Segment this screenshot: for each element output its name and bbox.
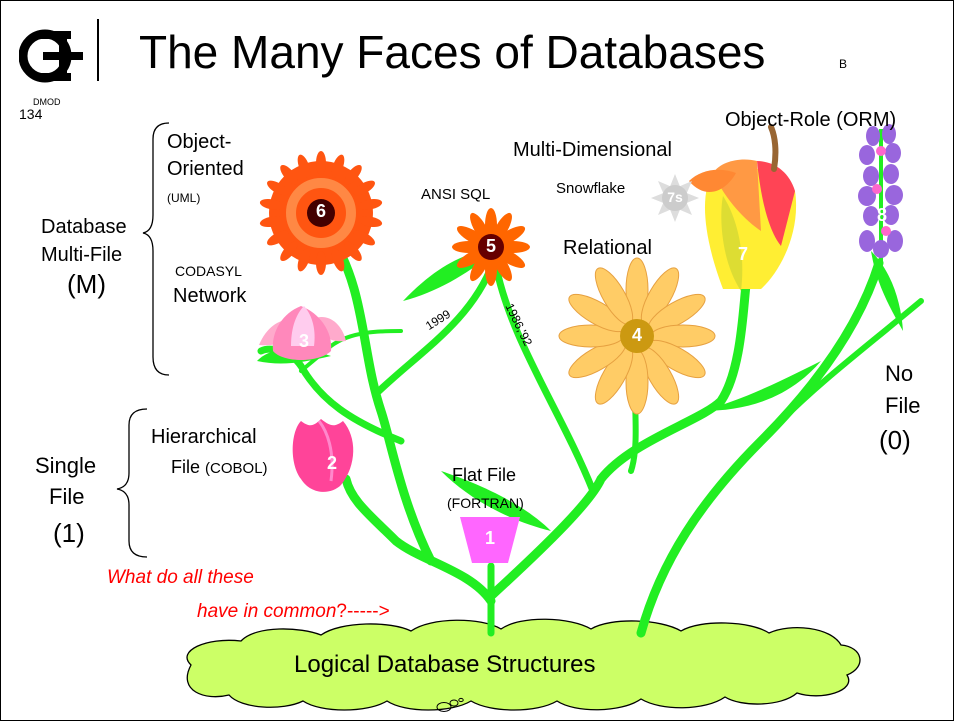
object-oriented-label-line2: Oriented: [167, 158, 244, 180]
slide-title: The Many Faces of Databases: [139, 26, 766, 78]
multi-file-bracket: [142, 122, 170, 376]
flower-7-number: 7: [737, 244, 748, 264]
snowflake-icon: [651, 174, 699, 222]
flower-6-number: 6: [315, 201, 326, 221]
stems: [257, 231, 924, 638]
group-no-file-line1: No: [885, 361, 914, 386]
flower-relational: [558, 257, 716, 415]
object-oriented-sublabel: (UML): [167, 191, 201, 205]
network-label: Network: [173, 285, 247, 307]
group-multi-file-line1: Database: [41, 216, 127, 238]
question-line2-main: have in common: [197, 601, 337, 622]
group-no-file-line2: File: [885, 393, 921, 418]
slide-tag: B: [839, 57, 848, 71]
flower-3-number: 3: [298, 331, 309, 351]
flower-object-role: [858, 124, 903, 263]
flat-file-label: Flat File: [452, 465, 517, 485]
group-single-file-line2: File: [49, 484, 85, 509]
multi-dimensional-label: Multi-Dimensional: [513, 139, 672, 161]
single-file-bracket: [116, 408, 148, 558]
cloud-base: [186, 618, 861, 712]
question-line1: What do all these: [107, 567, 254, 588]
flower-object-oriented: [259, 151, 383, 275]
hierarchical-sublabel-prefix: File: [171, 457, 201, 477]
group-single-file-line1: Single: [35, 453, 97, 478]
hierarchical-label: Hierarchical: [151, 426, 257, 448]
flower-multi-dimensional: [689, 124, 797, 291]
network-sublabel: CODASYL: [175, 263, 242, 279]
flower-2-number: 2: [326, 453, 337, 473]
flower-7s-number: 7s: [667, 189, 683, 205]
page-number: 134: [19, 106, 43, 122]
title-divider: [97, 19, 99, 81]
ansi-sql-label: ANSI SQL: [421, 186, 491, 203]
group-single-file-symbol: (1): [53, 518, 85, 548]
object-oriented-label-line1: Object-: [167, 131, 232, 153]
flower-network: [259, 306, 346, 360]
flower-8-number: 8: [876, 205, 887, 225]
object-role-label: Object-Role (ORM): [725, 109, 897, 131]
hierarchical-sublabel: File (COBOL): [171, 457, 268, 478]
flower-5-number: 5: [485, 236, 496, 256]
base-label: Logical Database Structures: [294, 651, 596, 678]
flower-flat-file: [460, 517, 520, 563]
group-multi-file-line2: Multi-File: [41, 244, 123, 266]
relational-label: Relational: [563, 237, 652, 259]
hierarchical-sublabel-text: (COBOL): [205, 460, 268, 477]
course-code: DMOD: [33, 97, 61, 107]
question-line2: have in common?----->: [197, 601, 390, 623]
group-no-file-symbol: (0): [879, 425, 911, 455]
flower-ansi-sql: [452, 208, 530, 286]
flower-hierarchical: [292, 419, 354, 492]
group-multi-file-symbol: (M): [67, 269, 106, 299]
flower-1-number: 1: [484, 528, 495, 548]
flower-4-number: 4: [631, 325, 642, 345]
flat-file-sublabel: (FORTRAN): [447, 495, 524, 511]
snowflake-label: Snowflake: [556, 180, 626, 197]
question-line2-tail: ?----->: [336, 601, 390, 622]
ce-logo-icon: [19, 29, 83, 83]
